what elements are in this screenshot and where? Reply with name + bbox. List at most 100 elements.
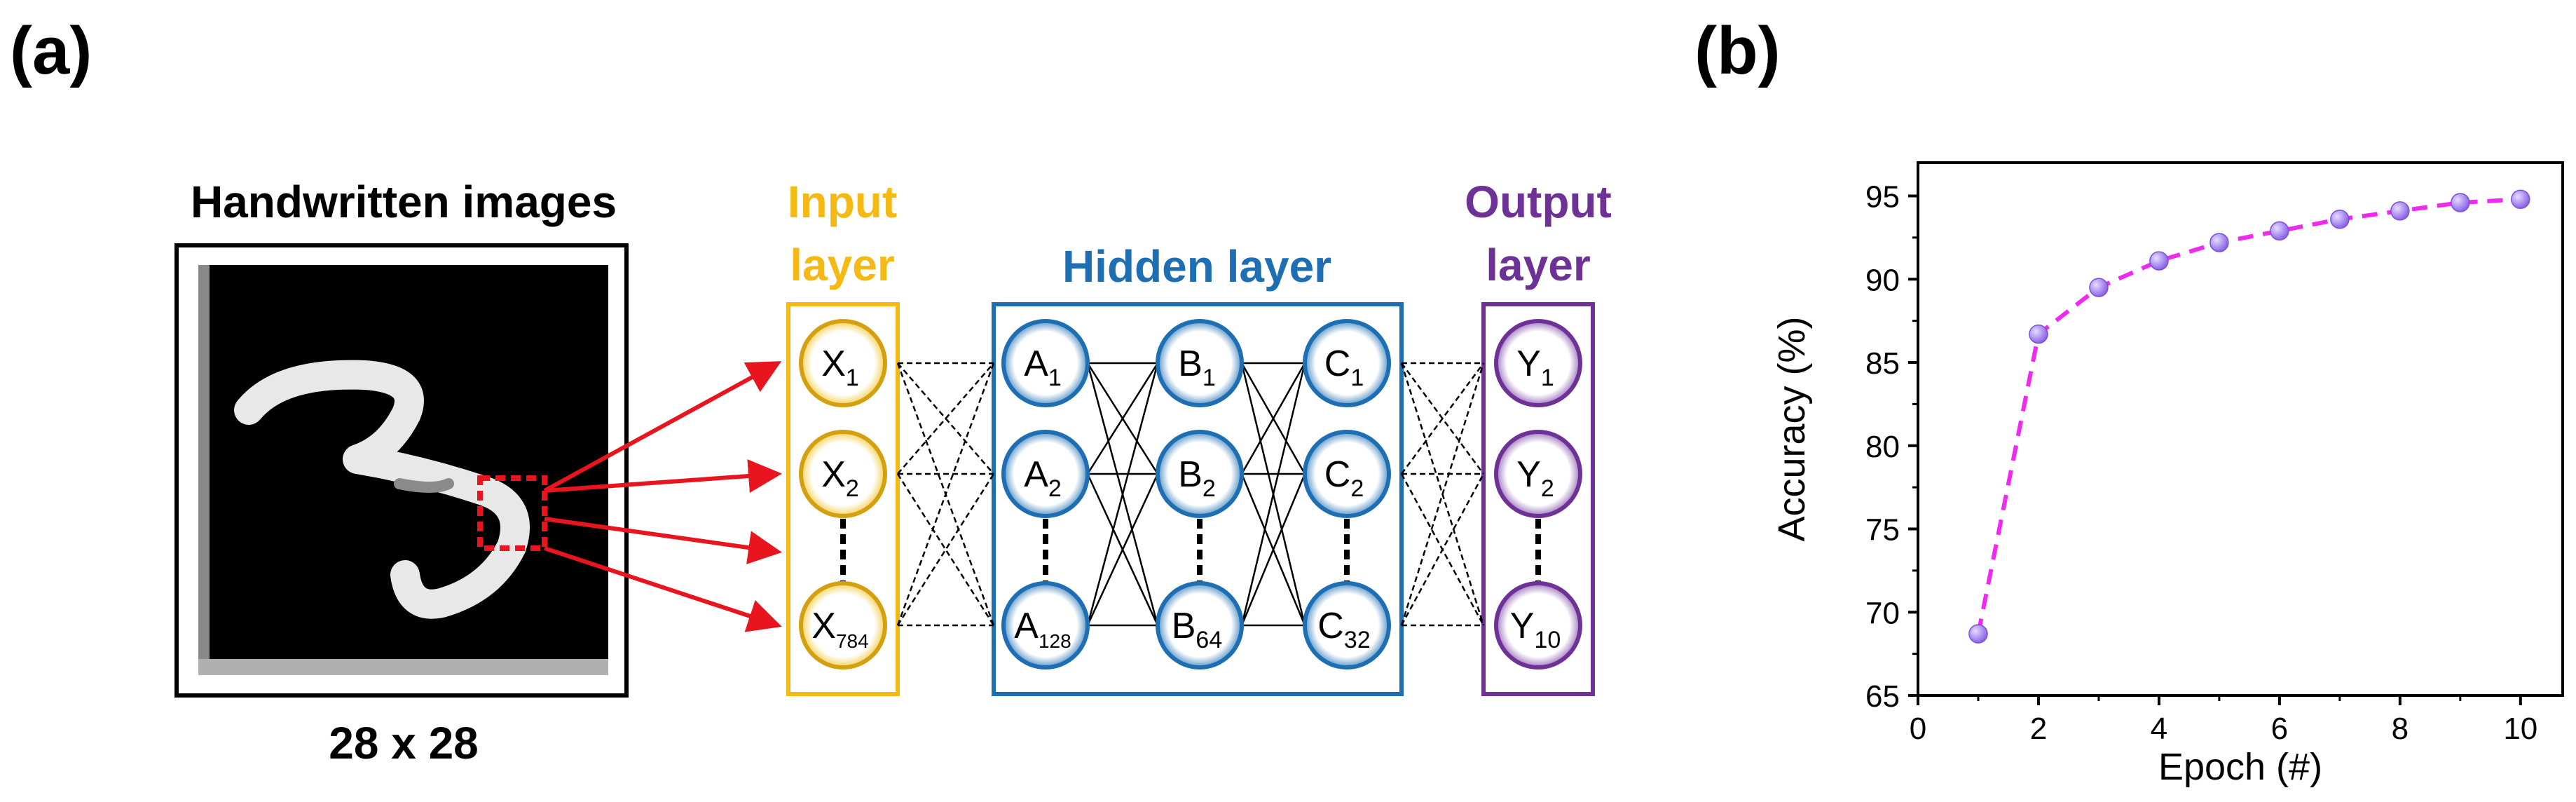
- node-circle: [1494, 581, 1582, 670]
- ellipsis-dashes: [840, 519, 1541, 585]
- node-label: Y10: [1510, 606, 1561, 653]
- node-y10: Y10: [1494, 581, 1582, 670]
- node-label-sub: 128: [1039, 630, 1071, 652]
- input-layer-frame: [786, 302, 900, 696]
- node-circle: [1494, 319, 1582, 407]
- plot-area-frame: [1917, 161, 2564, 697]
- input-layer-title-line2: layer: [790, 240, 894, 290]
- node-a2: A2: [1001, 430, 1090, 518]
- arrow-to-middle: [544, 517, 782, 564]
- y-tick-label: 75: [1865, 513, 1900, 548]
- node-label-main: C: [1324, 454, 1351, 495]
- node-circle: [799, 430, 887, 518]
- node-label-main: B: [1178, 454, 1203, 495]
- node-circle: [799, 319, 887, 407]
- node-label-main: X: [821, 454, 846, 495]
- b-c-connection-3-1: [1240, 362, 1306, 626]
- a-b-connection-3-1: [1086, 362, 1159, 626]
- panel-a-label: (a): [10, 13, 92, 88]
- node-label-sub: 1: [1350, 365, 1364, 391]
- data-point-epoch-7: [2330, 210, 2350, 229]
- node-label-main: C: [1324, 344, 1351, 384]
- node-label-main: X: [811, 606, 836, 646]
- node-label: A1: [1024, 344, 1062, 391]
- node-circle: [1303, 319, 1391, 407]
- node-circle: [1156, 319, 1244, 407]
- node-label: B2: [1178, 454, 1216, 502]
- b-c-connection-3-2: [1240, 473, 1306, 626]
- series-line: [1976, 197, 2521, 634]
- y-tick-label: 70: [1865, 596, 1900, 630]
- node-label: Y1: [1516, 344, 1554, 391]
- arrow-to-x2: [544, 459, 782, 493]
- node-label: A2: [1024, 454, 1062, 502]
- hidden-output-connection-3-2: [1400, 473, 1485, 626]
- input-arrows: [543, 361, 782, 632]
- data-point-epoch-2: [2029, 324, 2048, 344]
- arrow-to-x1: [543, 361, 782, 493]
- node-x1: X1: [799, 319, 887, 407]
- node-label: C1: [1324, 344, 1364, 391]
- output-layer-title-line2: layer: [1486, 240, 1590, 290]
- y-tick-label: 90: [1865, 263, 1900, 297]
- node-label-sub: 2: [1350, 475, 1364, 502]
- node-label: A128: [1014, 606, 1071, 652]
- output-layer-title-line1: Output: [1465, 177, 1612, 227]
- image-size-label: 28 x 28: [329, 718, 479, 768]
- x-tick-label: 10: [2503, 712, 2537, 746]
- node-label-main: Y: [1510, 606, 1535, 646]
- node-label: Y2: [1516, 454, 1554, 502]
- node-label: X2: [821, 454, 859, 502]
- x-tick-label: 4: [2151, 712, 2167, 746]
- node-x2: X2: [799, 430, 887, 518]
- node-label-sub: 1: [1541, 365, 1554, 391]
- node-label-sub: 10: [1534, 627, 1561, 653]
- mnist-digit-image: [198, 265, 608, 675]
- node-b64: B64: [1156, 581, 1244, 670]
- node-label: C32: [1317, 606, 1370, 653]
- node-c32: C32: [1303, 581, 1391, 670]
- hidden-layer-title: Hidden layer: [1062, 241, 1331, 292]
- output-layer-frame: [1481, 302, 1595, 696]
- node-label-sub: 1: [1203, 365, 1216, 391]
- node-x784: X784: [799, 581, 887, 670]
- a-b-connection-3-2: [1086, 473, 1159, 626]
- node-label-sub: 64: [1195, 627, 1222, 653]
- input-hidden-connection-2-1: [897, 362, 994, 475]
- a-b-connection-2-1: [1086, 362, 1159, 475]
- node-label-main: A: [1024, 344, 1048, 384]
- node-y1: Y1: [1494, 319, 1582, 407]
- data-point-epoch-8: [2390, 201, 2410, 221]
- node-label: B1: [1178, 344, 1216, 391]
- data-point-epoch-4: [2149, 251, 2169, 271]
- node-circle: [799, 581, 887, 670]
- node-label-sub: 2: [1203, 475, 1216, 502]
- node-b2: B2: [1156, 430, 1244, 518]
- node-label-main: B: [1178, 344, 1203, 384]
- input-layer-title-line1: Input: [788, 177, 897, 227]
- node-label-sub: 2: [1048, 475, 1062, 502]
- node-label-sub: 2: [1541, 475, 1554, 502]
- arrow-to-x784: [544, 546, 782, 632]
- data-point-epoch-5: [2210, 233, 2229, 252]
- node-circle: [1494, 430, 1582, 518]
- node-label-main: Y: [1516, 344, 1541, 384]
- handwritten-images-title: Handwritten images: [191, 177, 617, 227]
- y-tick-label: 65: [1865, 679, 1900, 714]
- hidden-output-connection-2-1: [1400, 362, 1485, 475]
- handwritten-image-section: Handwritten images 28 x 28: [174, 177, 629, 768]
- data-point-epoch-6: [2270, 221, 2289, 241]
- selection-box: [477, 475, 547, 551]
- node-b1: B1: [1156, 319, 1244, 407]
- y-tick-label: 95: [1865, 180, 1900, 215]
- node-circle: [1156, 430, 1244, 518]
- node-label: B64: [1172, 606, 1223, 653]
- node-label: X784: [811, 606, 868, 652]
- node-label-main: B: [1172, 606, 1196, 646]
- node-circle: [1001, 319, 1090, 407]
- data-point-epoch-9: [2451, 193, 2470, 212]
